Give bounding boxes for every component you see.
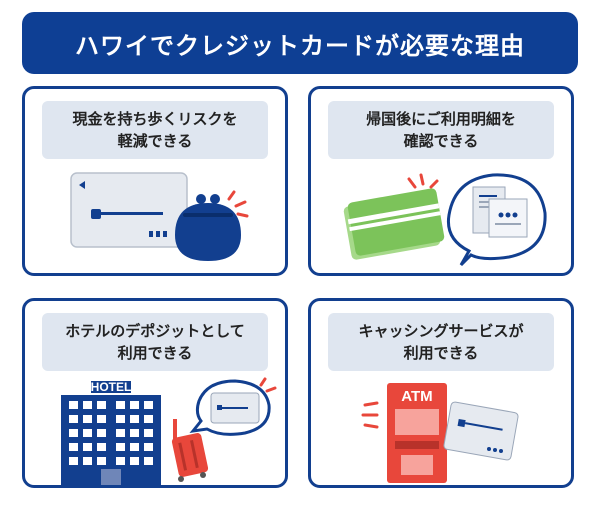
- caption-line: 利用できる: [403, 344, 479, 362]
- reason-panel-hotel-deposit: ホテルのデポジットとして 利用できる HOTEL: [22, 298, 288, 488]
- reason-caption: キャッシングサービスが 利用できる: [328, 313, 554, 371]
- caption-line: 帰国後にご利用明細を: [366, 110, 516, 128]
- hotel-sign-label: HOTEL: [91, 380, 132, 394]
- illustration: ATM: [311, 377, 571, 485]
- caption-line: 確認できる: [403, 132, 479, 150]
- reason-caption: ホテルのデポジットとして 利用できる: [42, 313, 268, 371]
- alert-lines-icon: [407, 173, 439, 189]
- credit-card-icon: [70, 172, 188, 248]
- illustration: [25, 165, 285, 273]
- caption-line: 軽減できる: [117, 132, 193, 150]
- page-title-text: ハワイでクレジットカードが必要な理由: [75, 31, 525, 60]
- atm-machine-icon: ATM: [387, 383, 447, 483]
- hotel-building-icon: HOTEL: [61, 380, 161, 485]
- green-card-icon: [343, 188, 445, 260]
- caption-line: ホテルのデポジットとして: [65, 322, 245, 340]
- credit-card-icon: [210, 392, 260, 424]
- reason-panel-risk: 現金を持ち歩くリスクを 軽減できる: [22, 86, 288, 276]
- statement-document-icon: [472, 186, 528, 238]
- suitcase-icon: [171, 419, 209, 482]
- reason-caption: 帰国後にご利用明細を 確認できる: [328, 101, 554, 159]
- caption-line: 現金を持ち歩くリスクを: [72, 110, 238, 128]
- reason-caption: 現金を持ち歩くリスクを 軽減できる: [42, 101, 268, 159]
- reason-panel-cashing: キャッシングサービスが 利用できる ATM: [308, 298, 574, 488]
- caption-line: キャッシングサービスが: [358, 322, 524, 340]
- alert-lines-icon: [227, 190, 249, 218]
- credit-card-icon: [443, 401, 519, 461]
- atm-sign-label: ATM: [401, 388, 432, 405]
- page-title: ハワイでクレジットカードが必要な理由: [22, 12, 578, 74]
- reason-panel-statement: 帰国後にご利用明細を 確認できる: [308, 86, 574, 276]
- alert-lines-icon: [259, 377, 277, 393]
- caption-line: 利用できる: [117, 344, 193, 362]
- coin-purse-icon: [175, 194, 241, 261]
- alert-lines-icon: [361, 401, 379, 429]
- illustration: HOTEL: [25, 377, 285, 485]
- illustration: [311, 165, 571, 273]
